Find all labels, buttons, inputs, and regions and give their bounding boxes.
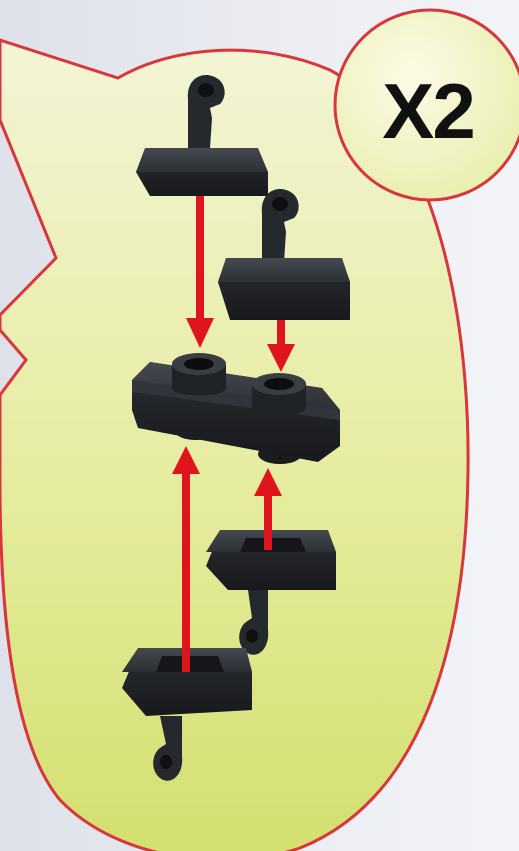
multiplier-badge: X2 bbox=[333, 8, 519, 202]
stud-right bbox=[252, 373, 306, 416]
arrow-up-left bbox=[172, 446, 200, 672]
multiplier-label: X2 bbox=[382, 67, 473, 155]
base-plate bbox=[132, 353, 340, 464]
arrow-up-right bbox=[254, 468, 282, 550]
arrow-down-right bbox=[267, 320, 295, 372]
arrow-down-left bbox=[186, 196, 214, 348]
top-clip-piece-2 bbox=[218, 189, 350, 320]
assembly-arrows bbox=[172, 196, 295, 672]
top-clip-piece-1 bbox=[136, 75, 268, 196]
stud-left bbox=[172, 353, 226, 396]
